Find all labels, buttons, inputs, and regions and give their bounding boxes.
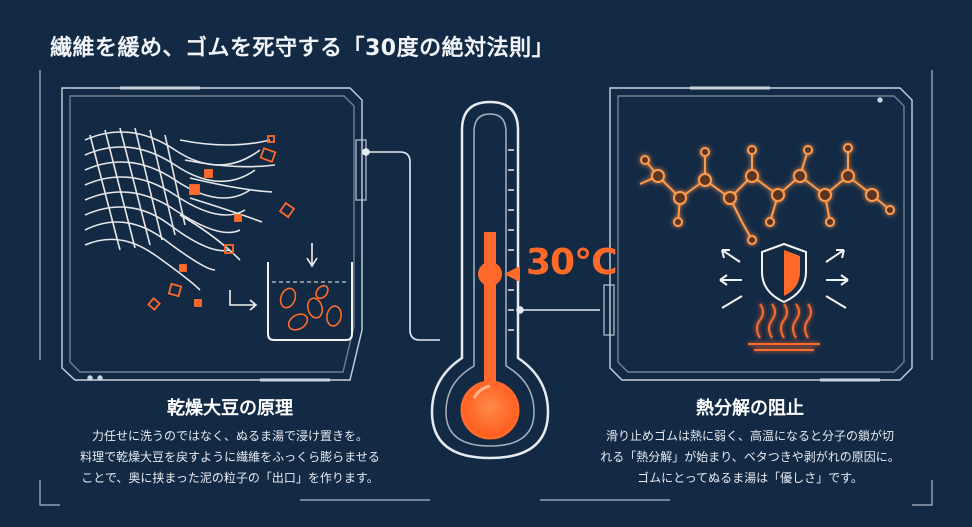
right-panel-line: 滑り止めゴムは熱に弱く、高温になると分子の鎖が切 xyxy=(605,429,894,443)
right-panel-heading: 熱分解の阻止 xyxy=(696,398,804,419)
left-panel-body: 力任せに洗うのではなく、ぬるま湯で浸け置きを。 料理で乾燥大豆を戻すように繊維を… xyxy=(40,426,420,489)
left-panel-line: 料理で乾燥大豆を戻すように繊維をふっくら膨らませる xyxy=(80,450,380,464)
left-panel-line: ことで、奥に挟まった泥の粒子の「出口」を作ります。 xyxy=(81,471,379,485)
left-panel-heading: 乾燥大豆の原理 xyxy=(167,398,293,419)
right-panel-frame xyxy=(603,86,913,382)
right-panel-body: 滑り止めゴムは熱に弱く、高温になると分子の鎖が切 れる「熱分解」が始まり、ベタつ… xyxy=(560,426,940,489)
outer-frame xyxy=(39,70,933,506)
temperature-label: 30°C xyxy=(526,242,618,283)
heat-waves-icon xyxy=(748,303,820,351)
right-panel-line: れる「熱分解」が始まり、ベタつきや剥がれの原因に。 xyxy=(600,450,900,464)
connector-left xyxy=(362,148,440,341)
left-panel-frame xyxy=(61,86,367,382)
thermometer-icon xyxy=(430,100,550,460)
mud-particles xyxy=(147,135,296,311)
molecule-chain-icon xyxy=(639,143,895,245)
page-title: 繊維を緩め、ゴムを死守する「30度の絶対法則」 xyxy=(50,36,555,61)
left-panel-line: 力任せに洗うのではなく、ぬるま湯で浸け置きを。 xyxy=(91,429,368,443)
beaker-icon xyxy=(267,262,353,341)
right-panel-line: ゴムにとってぬるま湯は「優しさ」です。 xyxy=(637,471,863,485)
arrow-to-beaker xyxy=(229,243,318,311)
connector-right xyxy=(516,306,600,314)
woven-fiber-icon xyxy=(84,127,276,291)
shield-icon xyxy=(719,242,849,309)
